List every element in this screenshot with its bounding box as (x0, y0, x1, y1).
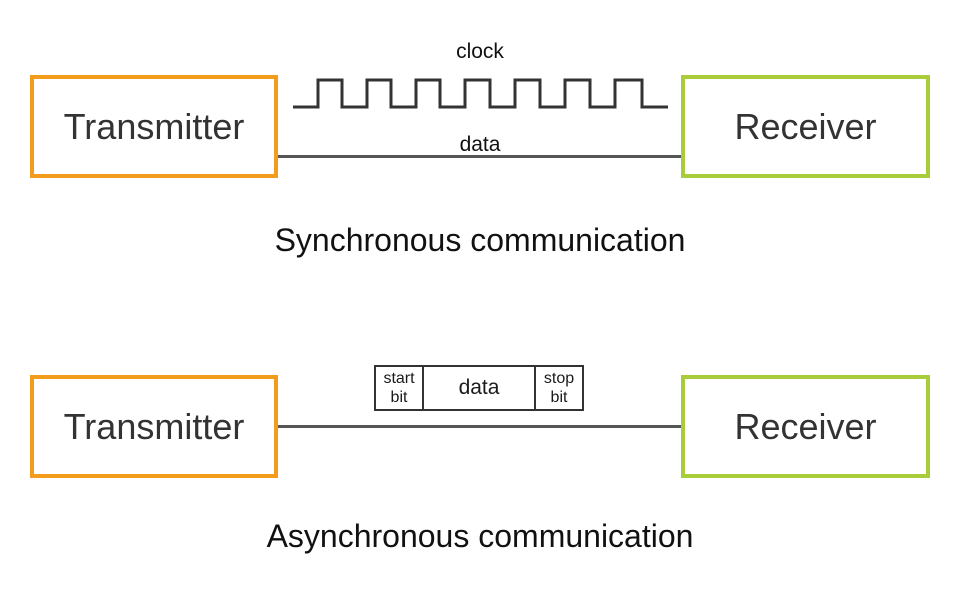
sync-data-label: data (459, 133, 501, 156)
stop-bit-cell: stop bit (534, 367, 582, 409)
async-receiver-label: Receiver (734, 405, 877, 447)
sync-caption: Synchronous communication (274, 222, 686, 258)
async-receiver-box: Receiver (681, 375, 930, 478)
sync-data-line (278, 155, 681, 158)
sync-receiver-label: Receiver (734, 105, 877, 147)
async-data-line (278, 425, 681, 428)
clock-label: clock (456, 40, 504, 63)
start-bit-cell: start bit (376, 367, 424, 409)
sync-transmitter-box: Transmitter (30, 75, 278, 178)
async-data-frame: start bit data stop bit (374, 365, 584, 411)
async-transmitter-label: Transmitter (63, 405, 245, 447)
sync-transmitter-label: Transmitter (63, 105, 245, 147)
async-caption: Asynchronous communication (266, 518, 694, 554)
clock-square-wave (293, 78, 668, 109)
sync-receiver-box: Receiver (681, 75, 930, 178)
async-transmitter-box: Transmitter (30, 375, 278, 478)
frame-data-cell: data (458, 376, 500, 399)
